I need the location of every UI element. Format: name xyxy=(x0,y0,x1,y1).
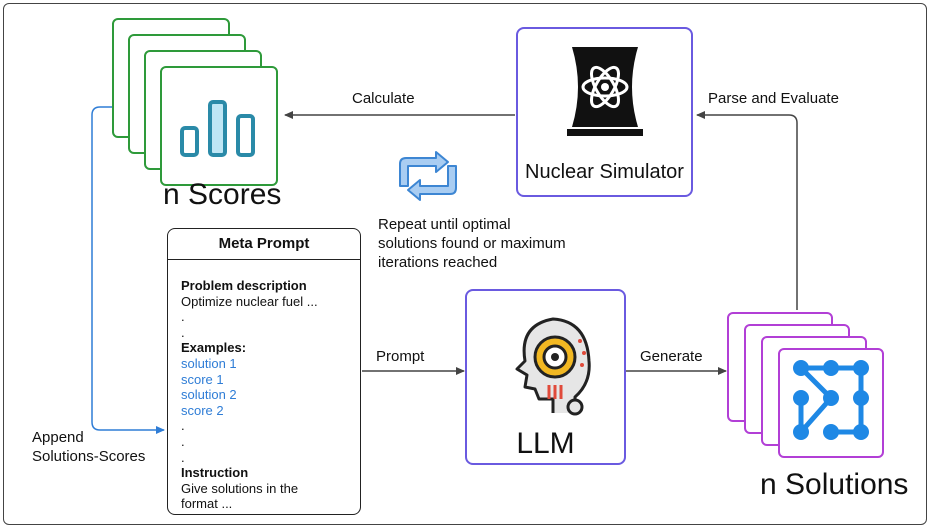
solutions-label: n Solutions xyxy=(760,468,909,501)
instruction-line-1: Give solutions in the xyxy=(181,480,299,496)
append-label-line-1: Append xyxy=(32,429,84,446)
meta-prompt-box[interactable]: Meta Prompt Problem description Optimize… xyxy=(167,228,361,515)
example-score-1: score 1 xyxy=(181,371,224,387)
diagram-frame xyxy=(3,3,927,525)
example-solution-2: solution 2 xyxy=(181,387,237,403)
score-card[interactable] xyxy=(160,66,278,186)
ai-head-icon xyxy=(515,317,591,416)
llm-box[interactable]: LLM xyxy=(465,289,626,465)
append-label-line-2: Solutions-Scores xyxy=(32,448,146,465)
problem-heading: Problem description xyxy=(181,278,307,293)
graph-network-icon xyxy=(793,360,869,440)
repeat-line-2: solutions found or maximum xyxy=(378,235,566,252)
reactor-icon xyxy=(567,47,643,136)
problem-text: Optimize nuclear fuel ... xyxy=(181,293,318,309)
generate-label: Generate xyxy=(640,348,703,365)
examples-heading: Examples: xyxy=(181,340,247,356)
prompt-label: Prompt xyxy=(376,348,425,365)
simulator-label: Nuclear Simulator xyxy=(525,161,684,183)
example-solution-1: solution 1 xyxy=(181,355,237,371)
repeat-line-3: iterations reached xyxy=(378,254,498,271)
bar-chart-icon xyxy=(180,100,255,157)
solution-card[interactable] xyxy=(778,348,884,458)
ellipsis-dot: . xyxy=(181,449,185,465)
calculate-label: Calculate xyxy=(352,90,415,107)
instruction-line-2: format ... xyxy=(181,496,233,512)
repeat-cycle-icon xyxy=(399,151,457,201)
repeat-line-1: Repeat until optimal xyxy=(378,216,511,233)
scores-label: n Scores xyxy=(163,178,282,211)
meta-prompt-title: Meta Prompt xyxy=(168,229,360,260)
ellipsis-dot: . xyxy=(181,433,185,449)
ellipsis-dot: . xyxy=(181,309,185,325)
ellipsis-dot: . xyxy=(181,418,185,434)
ellipsis-dot: . xyxy=(181,324,185,340)
nuclear-simulator-box[interactable]: Nuclear Simulator xyxy=(516,27,693,197)
instruction-heading: Instruction xyxy=(181,465,249,481)
parse-evaluate-label: Parse and Evaluate xyxy=(708,90,839,107)
llm-label: LLM xyxy=(516,427,575,460)
example-score-2: score 2 xyxy=(181,402,224,418)
